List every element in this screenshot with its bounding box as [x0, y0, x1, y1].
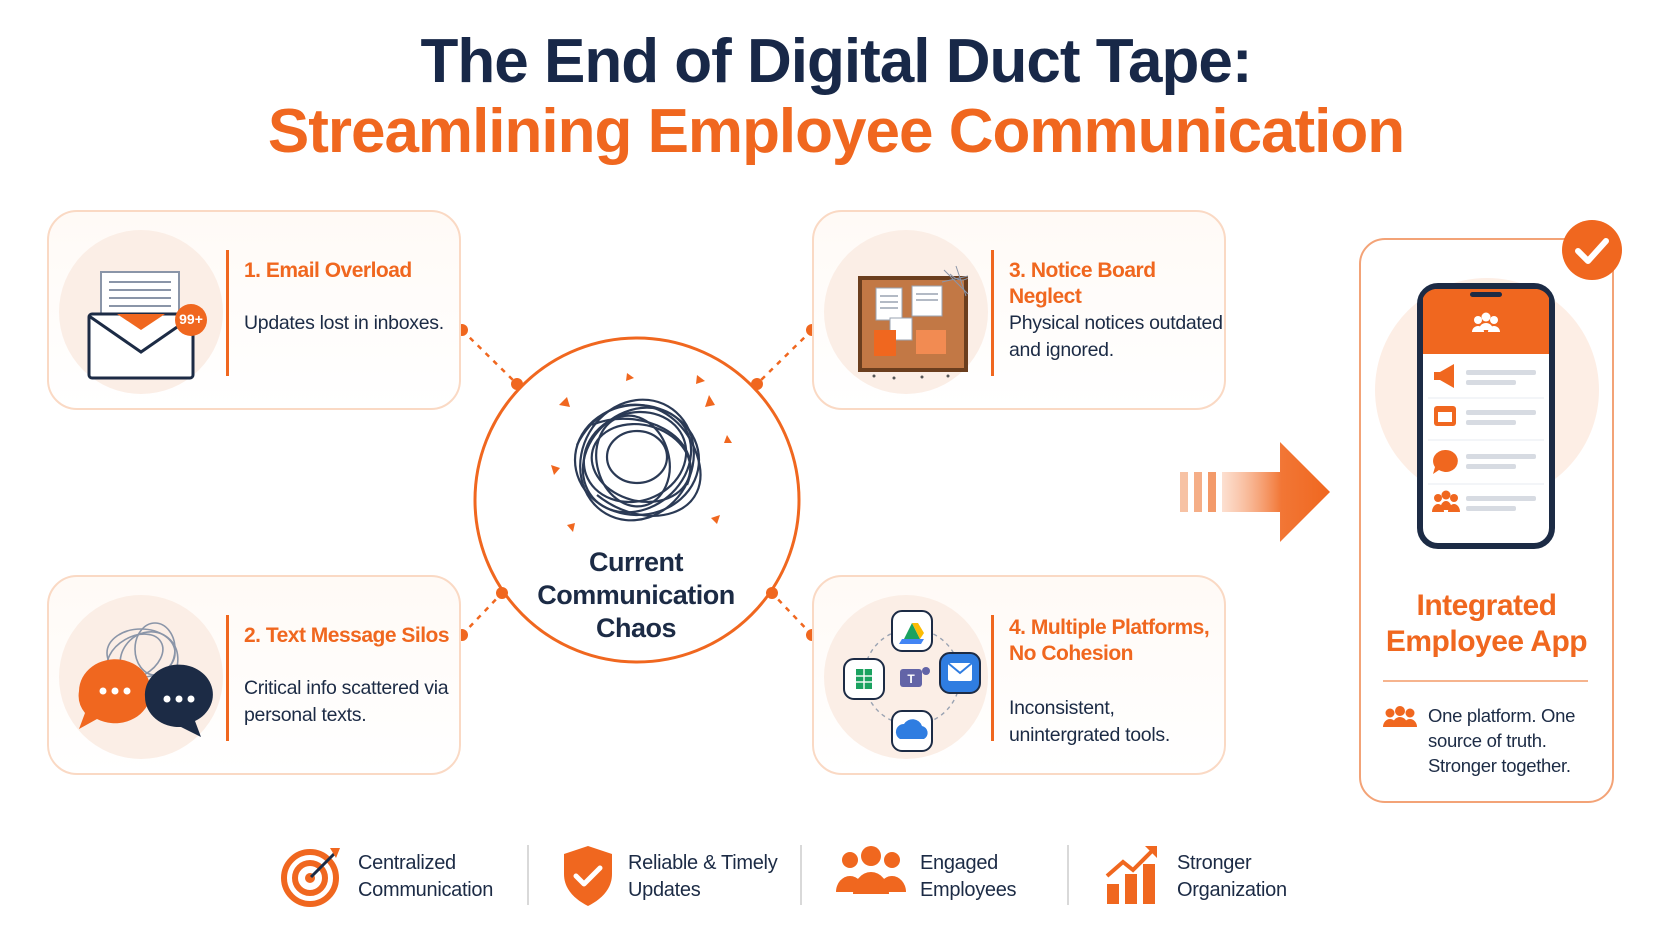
- notice-board-icon: [858, 265, 969, 380]
- shield-check-icon: [564, 846, 612, 906]
- megaphone-icon: [1434, 364, 1454, 388]
- growth-chart-icon: [1105, 846, 1157, 904]
- card-divider: [226, 250, 229, 376]
- benefit-engaged-employees: Engaged Employees: [836, 842, 1036, 912]
- benefit-label: Stronger Organization: [1177, 852, 1287, 901]
- card-description: Inconsistent, unintergrated tools.: [1009, 697, 1170, 746]
- card-description: Updates lost in inboxes.: [244, 312, 444, 334]
- unread-badge: 99+: [179, 311, 203, 327]
- card-divider: [991, 615, 994, 741]
- hub-label: Current Communication Chaos: [537, 547, 735, 643]
- benefit-stronger-organization: Stronger Organization: [1105, 842, 1345, 912]
- tangled-knot-icon: [551, 373, 732, 532]
- target-icon: [281, 848, 340, 907]
- email-envelope-icon: [87, 271, 207, 380]
- chat-bubbles-icon: [78, 622, 213, 737]
- card-description: Physical notices outdated and ignored.: [1009, 312, 1223, 361]
- checkmark-icon: [1562, 220, 1622, 280]
- problem-card-multiple-platforms: T 4. Multiple Platforms, No Cohesion Inc…: [812, 575, 1226, 775]
- svg-text:T: T: [907, 672, 915, 686]
- card-divider: [991, 250, 994, 376]
- separator: [1067, 845, 1069, 905]
- problem-card-email-overload: 99+ 1. Email Overload Updates lost in in…: [47, 210, 461, 410]
- solution-divider: [1383, 680, 1588, 682]
- page-subtitle: Streamlining Employee Communication: [267, 97, 1405, 166]
- smartphone-app-icon: [1375, 278, 1599, 549]
- solution-title: Integrated Employee App: [1385, 589, 1588, 658]
- card-divider: [226, 615, 229, 741]
- benefit-label: Centralized Communication: [358, 852, 494, 901]
- benefit-label: Reliable & Timely Updates: [628, 852, 778, 901]
- card-description: Critical info scattered via personal tex…: [244, 677, 449, 726]
- transition-arrow-icon: [1180, 442, 1330, 542]
- icon-backdrop: [824, 230, 988, 394]
- separator: [800, 845, 802, 905]
- people-group-icon: [1383, 706, 1417, 727]
- icon-backdrop: [59, 595, 223, 759]
- teams-app-icon: [900, 669, 922, 687]
- card-title: 4. Multiple Platforms, No Cohesion: [1009, 616, 1210, 665]
- benefit-centralized-communication: Centralized Communication: [280, 842, 520, 912]
- card-title: 2. Text Message Silos: [244, 624, 450, 647]
- benefit-reliable-updates: Reliable & Timely Updates: [560, 842, 800, 912]
- icon-backdrop: 99+: [59, 230, 223, 394]
- card-title: 3. Notice Board Neglect: [1009, 259, 1156, 308]
- team-icon: [1432, 490, 1460, 512]
- card-title: 1. Email Overload: [244, 259, 412, 282]
- platforms-cluster-icon: T: [843, 610, 981, 752]
- people-group-icon: [836, 846, 906, 894]
- problem-card-text-message-silos: 2. Text Message Silos Critical info scat…: [47, 575, 461, 775]
- benefit-label: Engaged Employees: [920, 852, 1017, 901]
- chat-icon: [1433, 449, 1458, 474]
- solution-tagline: One platform. One source of truth. Stron…: [1428, 705, 1576, 776]
- page-title: The End of Digital Duct Tape:: [420, 27, 1253, 96]
- problem-card-notice-board-neglect: 3. Notice Board Neglect Physical notices…: [812, 210, 1226, 410]
- separator: [527, 845, 529, 905]
- icon-backdrop: T: [824, 595, 988, 759]
